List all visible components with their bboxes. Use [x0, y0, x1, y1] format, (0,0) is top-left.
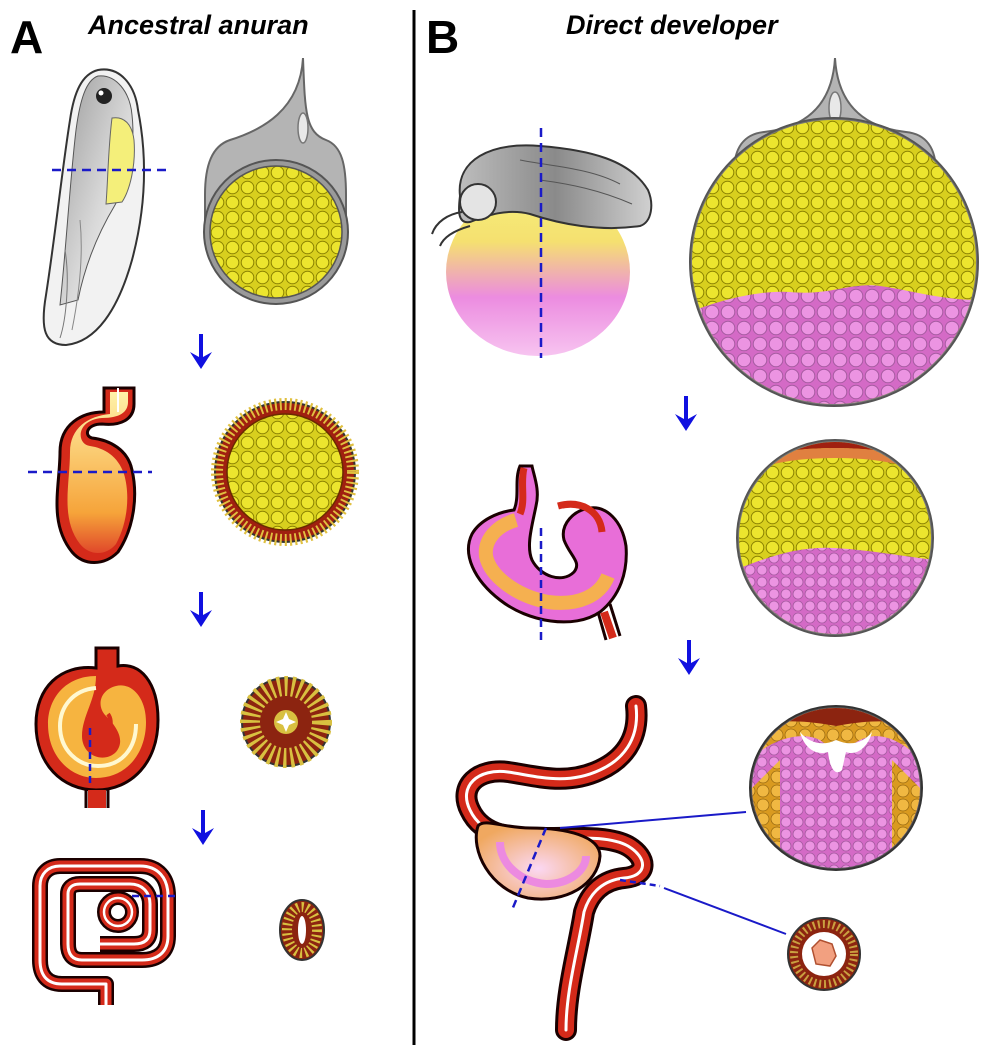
section-line — [619, 878, 661, 888]
panel-b-letter: B — [426, 11, 460, 63]
early-gut-cross-section-direct — [736, 439, 934, 637]
yolk-mass-cross-section — [689, 57, 979, 407]
section-line — [510, 827, 548, 911]
yolky-gut-cross-section — [203, 57, 349, 305]
tadpole-illustration — [42, 68, 146, 347]
panel-a-letter: A — [10, 11, 44, 63]
intestine-cross-section-direct — [787, 917, 861, 991]
early-gut-cross-section — [211, 398, 359, 546]
panel-b-title: Direct developer — [566, 10, 778, 40]
coiling-gut-cross-section — [240, 676, 332, 768]
early-gut-illustration — [55, 386, 137, 564]
coiling-gut-illustration — [34, 646, 160, 808]
down-arrow-icon — [678, 640, 700, 675]
differentiating-gut-illustration — [455, 695, 654, 1041]
down-arrow-icon — [190, 592, 212, 627]
early-gut-illustration-direct — [467, 464, 628, 641]
leader-line — [559, 811, 747, 829]
coiled-intestine-cross-section — [279, 899, 325, 961]
embryo-on-yolk-illustration — [431, 144, 653, 356]
panel-a-title: Ancestral anuran — [88, 10, 309, 40]
down-arrow-icon — [675, 396, 697, 431]
down-arrow-icon — [192, 810, 214, 845]
down-arrow-icon — [190, 334, 212, 369]
coiled-intestine-illustration — [32, 858, 176, 1005]
leader-line — [663, 887, 787, 935]
stomach-cross-section-direct — [749, 705, 923, 871]
